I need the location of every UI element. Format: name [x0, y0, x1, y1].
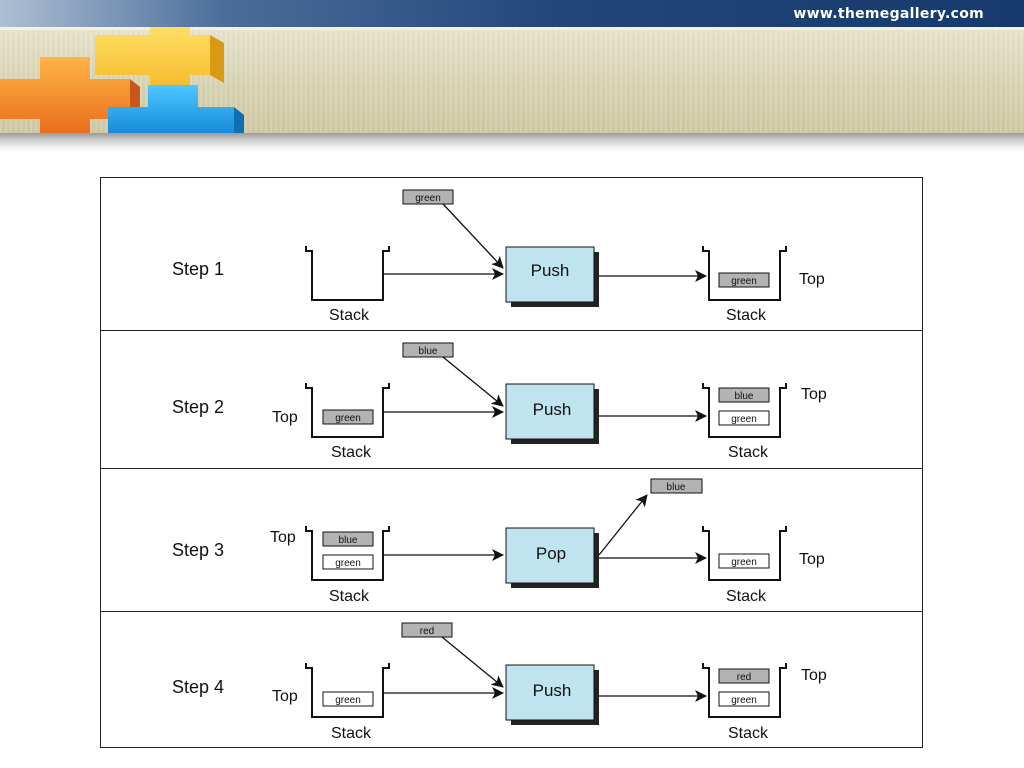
arrow	[442, 203, 504, 269]
puzzle-pieces-icon	[0, 27, 244, 137]
stack-item-top	[322, 409, 374, 425]
stack-item	[718, 691, 770, 707]
arrow	[442, 356, 504, 407]
arrow	[441, 636, 504, 688]
stack-before	[305, 383, 390, 438]
step-label: Step 3	[172, 540, 224, 560]
stack-label: Stack	[331, 444, 372, 461]
item-label: green	[731, 414, 757, 425]
step-label: Step 2	[172, 397, 224, 417]
site-url[interactable]: www.themegallery.com	[793, 6, 984, 22]
item-incoming	[401, 622, 453, 638]
step-label: Step 4	[172, 677, 224, 697]
stack-after	[702, 246, 787, 301]
item-incoming	[402, 342, 454, 358]
step-row-1: Step 1 Stack green Push green Top Stack	[172, 189, 825, 324]
stack-item-top	[322, 531, 374, 547]
operation-box	[505, 383, 595, 440]
stack-item-top	[718, 387, 770, 403]
banner-highlight	[0, 27, 1024, 30]
item-label: blue	[419, 346, 438, 357]
top-label: Top	[801, 386, 827, 403]
stack-label: Stack	[726, 588, 767, 605]
top-label: Top	[272, 409, 298, 426]
top-bar: www.themegallery.com	[0, 0, 1024, 27]
item-label: blue	[735, 391, 754, 402]
stack-after	[702, 383, 787, 438]
stack-before	[305, 246, 390, 301]
operation-label: Push	[531, 261, 570, 280]
step-row-2: Step 2 Top green Stack blue Push blue gr…	[172, 342, 827, 461]
item-label: blue	[339, 535, 358, 546]
item-label: red	[420, 626, 434, 637]
top-label: Top	[801, 667, 827, 684]
top-label: Top	[270, 529, 296, 546]
item-label: green	[731, 557, 757, 568]
item-label: green	[335, 558, 361, 569]
stack-after	[702, 526, 787, 581]
operation-box	[505, 246, 595, 303]
stack-item-top	[718, 272, 770, 288]
stack-before	[305, 663, 390, 718]
stack-after	[702, 663, 787, 718]
item-label: green	[731, 276, 757, 287]
operation-label: Pop	[536, 544, 566, 563]
stack-label: Stack	[331, 725, 372, 742]
operation-label: Push	[533, 400, 572, 419]
item-label: green	[415, 193, 441, 204]
stack-item-top	[718, 553, 770, 569]
operation-box	[505, 664, 595, 721]
stack-label: Stack	[329, 588, 370, 605]
banner-shadow	[0, 133, 1024, 153]
stack-operations-diagram: Step 1 Stack green Push green Top Stack …	[100, 177, 923, 748]
step-row-4: Step 4 Top green Stack red Push red gree…	[172, 622, 827, 742]
stack-item	[718, 410, 770, 426]
stack-item-top	[322, 691, 374, 707]
stack-label: Stack	[728, 444, 769, 461]
item-incoming	[402, 189, 454, 205]
stack-item	[322, 554, 374, 570]
item-label: green	[335, 695, 361, 706]
operation-label: Push	[533, 681, 572, 700]
stack-label: Stack	[728, 725, 769, 742]
item-label: blue	[667, 482, 686, 493]
step-label: Step 1	[172, 259, 224, 279]
item-outgoing	[650, 478, 703, 494]
stack-label: Stack	[329, 307, 370, 324]
top-label: Top	[799, 551, 825, 568]
step-row-3: Step 3 Top blue green Stack Pop blue gre…	[172, 478, 825, 605]
item-label: green	[335, 413, 361, 424]
arrow	[598, 494, 648, 556]
stack-item-top	[718, 668, 770, 684]
stack-label: Stack	[726, 307, 767, 324]
stack-before	[305, 526, 390, 581]
item-label: green	[731, 695, 757, 706]
top-label: Top	[799, 271, 825, 288]
top-label: Top	[272, 688, 298, 705]
operation-box	[505, 527, 595, 584]
item-label: red	[737, 672, 751, 683]
